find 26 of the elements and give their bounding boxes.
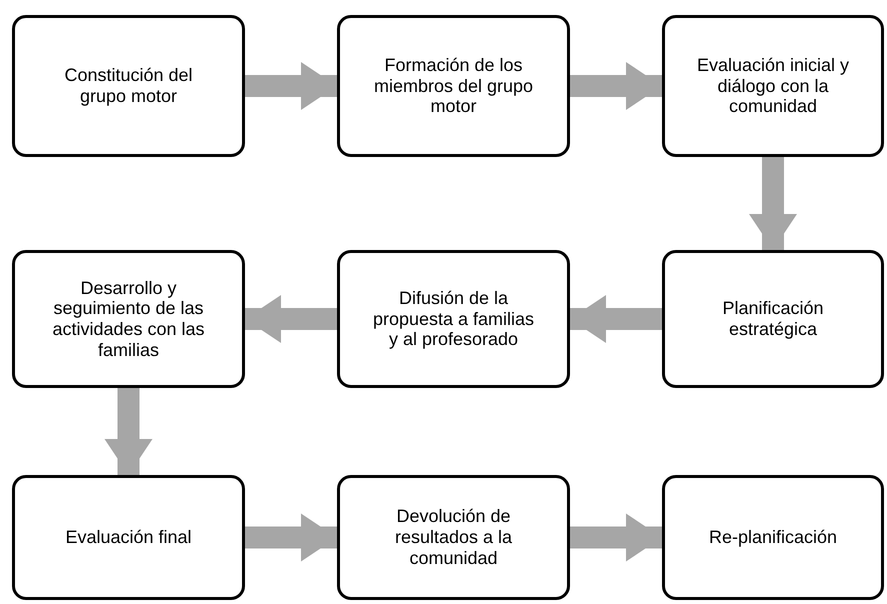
process-box bbox=[662, 250, 884, 388]
step-label: Evaluación final bbox=[65, 527, 192, 548]
step-label: Formación de los miembros del grupo motor bbox=[372, 54, 534, 118]
step-label: Desarrollo y seguimiento de las actividades con las familias bbox=[51, 278, 206, 360]
block-arrow bbox=[245, 62, 337, 110]
step-label: Evaluación inicial y diálogo con la comunidad bbox=[696, 54, 850, 118]
block-arrow bbox=[570, 514, 662, 562]
process-box bbox=[337, 475, 570, 600]
block-arrow bbox=[245, 514, 337, 562]
block-arrow bbox=[749, 157, 797, 250]
process-box bbox=[337, 250, 570, 388]
block-arrow bbox=[245, 295, 337, 343]
process-box bbox=[662, 475, 884, 600]
process-box bbox=[12, 250, 245, 388]
step-label: Planificación estratégica bbox=[721, 298, 825, 340]
process-box bbox=[662, 15, 884, 157]
process-box bbox=[12, 15, 245, 157]
process-box bbox=[12, 475, 245, 600]
step-label: Re-planificación bbox=[708, 527, 838, 548]
process-box bbox=[337, 15, 570, 157]
step-label: Constitución del grupo motor bbox=[63, 65, 194, 107]
step-label: Difusión de la propuesta a familias y al profesorado bbox=[372, 288, 536, 350]
block-arrow bbox=[104, 388, 152, 475]
block-arrow bbox=[570, 62, 662, 110]
step-label: Devolución de resultados a la comunidad bbox=[394, 506, 514, 569]
block-arrow bbox=[570, 295, 662, 343]
